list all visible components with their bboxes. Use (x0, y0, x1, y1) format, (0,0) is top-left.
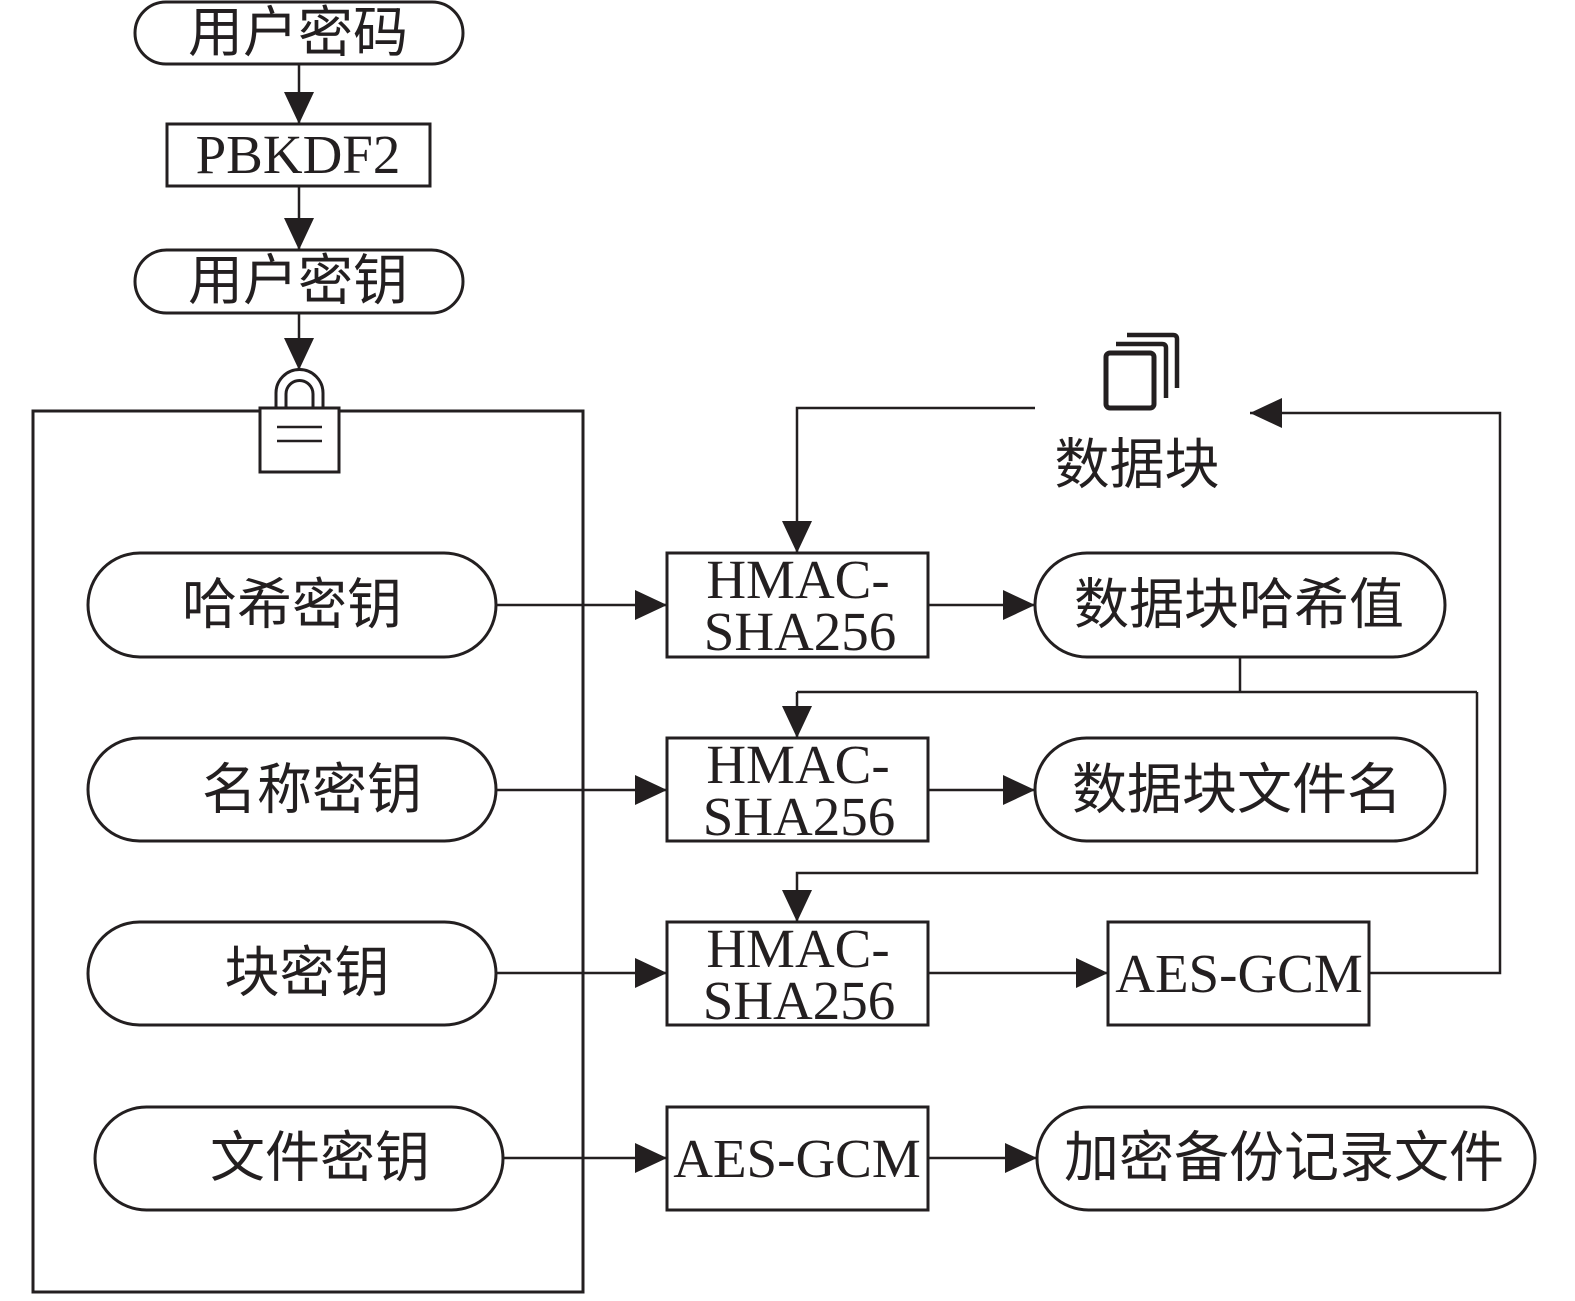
encrypted-backup-record-file-label: 加密备份记录文件 (1064, 1128, 1504, 1189)
hmac-hash-node: HMAC- SHA256 (665, 549, 930, 662)
aes-gcm-block-label: AES-GCM (1115, 943, 1363, 1004)
hmac-name-label-line1: HMAC- (706, 734, 889, 795)
hmac-hash-label-line2: SHA256 (704, 601, 897, 662)
data-block-hash-label: 数据块哈希值 (1074, 575, 1404, 636)
aes-gcm-block-box (1106, 920, 1371, 1027)
block-key-label: 块密钥 (224, 943, 389, 1004)
arrow-hash-value-to-hmac-block (782, 692, 1479, 922)
lock-icon (258, 368, 341, 474)
arrow-data-block-to-hmac-hash (782, 406, 1035, 553)
hmac-block-node: HMAC- SHA256 (665, 918, 930, 1031)
file-key-node: 文件密钥 (93, 1105, 505, 1212)
data-block-label: 数据块 (1054, 435, 1219, 496)
hmac-hash-label-line1: HMAC- (706, 549, 889, 610)
document-layer-middle (1116, 341, 1169, 398)
name-key-label: 名称密钥 (202, 760, 422, 821)
pbkdf2-label: PBKDF2 (196, 124, 401, 185)
block-key-node: 块密钥 (86, 920, 498, 1027)
file-key-label: 文件密钥 (210, 1128, 430, 1189)
user-key-label: 用户密钥 (188, 251, 408, 312)
lock-shackle-inner (284, 379, 315, 408)
data-block-filename-node: 数据块文件名 (1033, 736, 1447, 843)
pbkdf2-box (165, 122, 432, 188)
encrypted-backup-record-file-node: 加密备份记录文件 (1035, 1105, 1537, 1212)
hmac-block-box (665, 920, 930, 1027)
hmac-block-label-line1: HMAC- (706, 918, 889, 979)
aes-gcm-block-node: AES-GCM (1106, 920, 1371, 1027)
data-block-filename-label: 数据块文件名 (1072, 760, 1402, 821)
hmac-name-node: HMAC- SHA256 (665, 734, 930, 847)
hash-key-node: 哈希密钥 (86, 551, 498, 659)
user-key-node: 用户密钥 (133, 248, 465, 315)
hash-key-label: 哈希密钥 (182, 575, 402, 636)
aes-gcm-file-label: AES-GCM (673, 1128, 921, 1189)
stacked-documents-icon (1103, 332, 1180, 411)
lock-shackle-outer (274, 368, 325, 408)
aes-gcm-file-node: AES-GCM (665, 1105, 930, 1212)
arrow-aes-gcm-to-data-block (1250, 398, 1502, 975)
user-password-label: 用户密码 (188, 3, 408, 64)
name-key-node: 名称密钥 (86, 736, 498, 843)
data-block-hash-node: 数据块哈希值 (1033, 551, 1447, 659)
pbkdf2-node: PBKDF2 (165, 122, 432, 188)
hmac-block-label-line2: SHA256 (703, 970, 896, 1031)
user-password-node: 用户密码 (133, 0, 465, 66)
document-layer-back (1127, 332, 1180, 388)
hmac-name-label-line2: SHA256 (703, 786, 896, 847)
document-layer-front (1103, 350, 1157, 411)
